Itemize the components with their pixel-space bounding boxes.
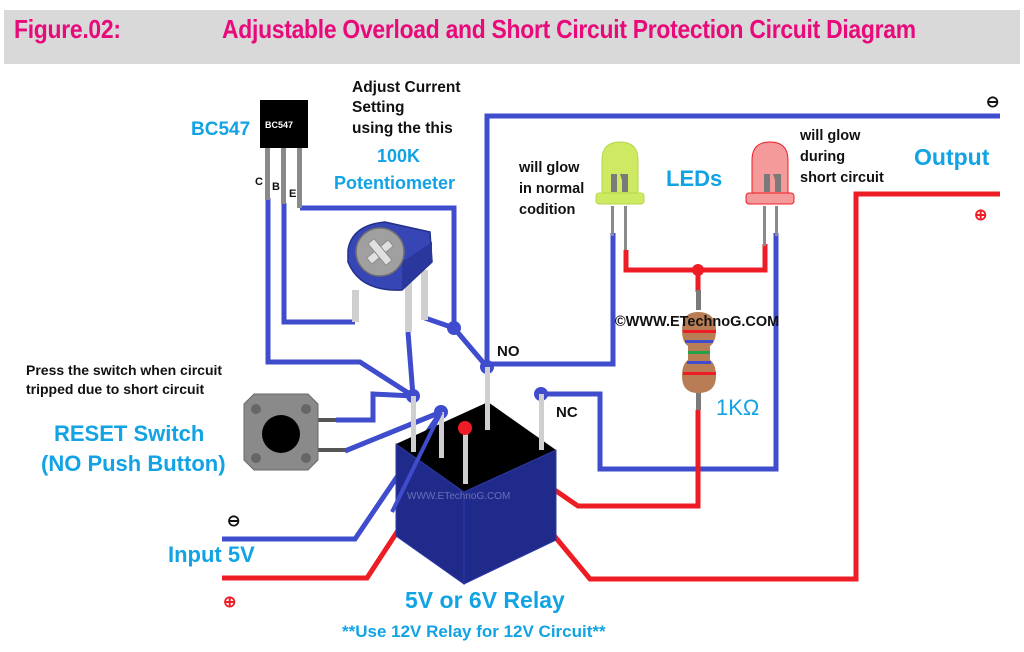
reset-switch-subtitle: (NO Push Button) bbox=[41, 451, 226, 476]
pot-note-line-1: Adjust Current bbox=[352, 79, 461, 96]
wire-pot-middle bbox=[405, 331, 416, 397]
input-positive-symbol: ⊕ bbox=[223, 594, 237, 611]
wire-output-negative bbox=[484, 113, 1000, 367]
resistor-value: 1KΩ bbox=[716, 395, 760, 420]
relay-watermark: WWW.ETechnoG.COM bbox=[407, 491, 511, 502]
output-negative-symbol: ⊖ bbox=[986, 94, 1000, 111]
wire-base bbox=[281, 203, 355, 325]
pin-b-label: B bbox=[272, 181, 280, 193]
wire-nc-to-red-led bbox=[541, 233, 779, 472]
reset-push-button bbox=[243, 393, 346, 471]
transistor-body-text: BC547 bbox=[265, 120, 294, 130]
wire-collector bbox=[265, 198, 415, 399]
resistor-watermark: ©WWW.ETechnoG.COM bbox=[615, 314, 780, 330]
output-positive-symbol: ⊕ bbox=[974, 207, 988, 224]
figure-title: Adjustable Overload and Short Circuit Pr… bbox=[222, 14, 916, 44]
pot-note-line-3: using the this bbox=[352, 120, 453, 137]
relay-no-label: NO bbox=[497, 343, 520, 360]
relay bbox=[395, 367, 557, 585]
transistor-label: BC547 bbox=[191, 119, 251, 140]
relay-note: **Use 12V Relay for 12V Circuit** bbox=[342, 622, 606, 641]
red-led-note-3: short circuit bbox=[800, 170, 884, 186]
wire-switch-top bbox=[336, 391, 414, 423]
figure-label: Figure.02: bbox=[14, 14, 121, 44]
pot-note-line-2: Setting bbox=[352, 99, 405, 116]
relay-nc-label: NC bbox=[556, 404, 578, 421]
pin-c-label: C bbox=[255, 176, 263, 188]
reset-switch-title: RESET Switch bbox=[54, 421, 205, 446]
input-label: Input 5V bbox=[168, 542, 255, 567]
junction-relay-common bbox=[458, 421, 472, 435]
wire-emitter bbox=[300, 205, 457, 328]
junction-led-anodes bbox=[692, 264, 704, 276]
input-negative-symbol: ⊖ bbox=[227, 513, 241, 530]
figure-header bbox=[4, 10, 1020, 64]
transistor-bc547 bbox=[260, 100, 308, 208]
red-led-note-2: during bbox=[800, 149, 846, 165]
output-label: Output bbox=[914, 144, 990, 170]
relay-name: 5V or 6V Relay bbox=[405, 587, 565, 613]
wire-no-to-green-led bbox=[487, 233, 616, 367]
green-led-note-2: in normal bbox=[519, 181, 585, 197]
leds-label: LEDs bbox=[666, 166, 723, 191]
pot-value: 100K bbox=[377, 146, 421, 166]
potentiometer bbox=[347, 221, 433, 332]
pot-name: Potentiometer bbox=[334, 173, 456, 193]
green-led-note-1: will glow bbox=[519, 160, 580, 176]
green-led-note-3: codition bbox=[519, 202, 576, 218]
green-led bbox=[595, 141, 645, 250]
pin-e-label: E bbox=[289, 188, 297, 200]
reset-note-line-1: Press the switch when circuit bbox=[26, 362, 223, 378]
junction-pot-wiper bbox=[447, 321, 461, 335]
wire-switch-bottom bbox=[344, 409, 442, 454]
reset-note-line-2: tripped due to short circuit bbox=[26, 381, 205, 397]
red-led-note-1: will glow bbox=[800, 128, 861, 144]
resistor-1k bbox=[682, 290, 716, 410]
red-led bbox=[745, 141, 795, 246]
wire-coil-overlay bbox=[390, 411, 443, 513]
